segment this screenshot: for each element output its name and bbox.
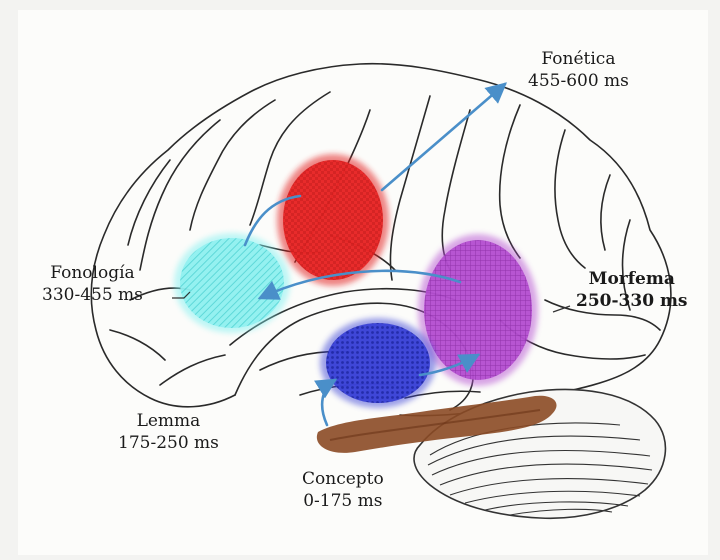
region-fonologia — [180, 238, 284, 328]
fonetica-time: 455-600 ms — [528, 70, 629, 92]
morfema-name: Morfema — [576, 268, 688, 290]
label-concepto: Concepto 0-175 ms — [302, 468, 384, 512]
central-sulcus — [390, 96, 430, 280]
label-morfema: Morfema 250-330 ms — [576, 268, 688, 312]
concepto-time: 0-175 ms — [302, 490, 384, 512]
morfema-time: 250-330 ms — [576, 290, 688, 312]
fonologia-name: Fonología — [42, 262, 143, 284]
fonetica-name: Fonética — [528, 48, 629, 70]
lemma-time: 175-250 ms — [118, 432, 219, 454]
region-lemma — [326, 323, 430, 403]
lemma-name: Lemma — [118, 410, 219, 432]
label-lemma: Lemma 175-250 ms — [118, 410, 219, 454]
fonologia-time: 330-455 ms — [42, 284, 143, 306]
region-broca — [283, 160, 383, 280]
arrow-broca-to-fonetica — [382, 84, 505, 190]
label-fonologia: Fonología 330-455 ms — [42, 262, 143, 306]
region-morfema — [424, 240, 532, 380]
concepto-name: Concepto — [302, 468, 384, 490]
label-fonetica: Fonética 455-600 ms — [528, 48, 629, 92]
